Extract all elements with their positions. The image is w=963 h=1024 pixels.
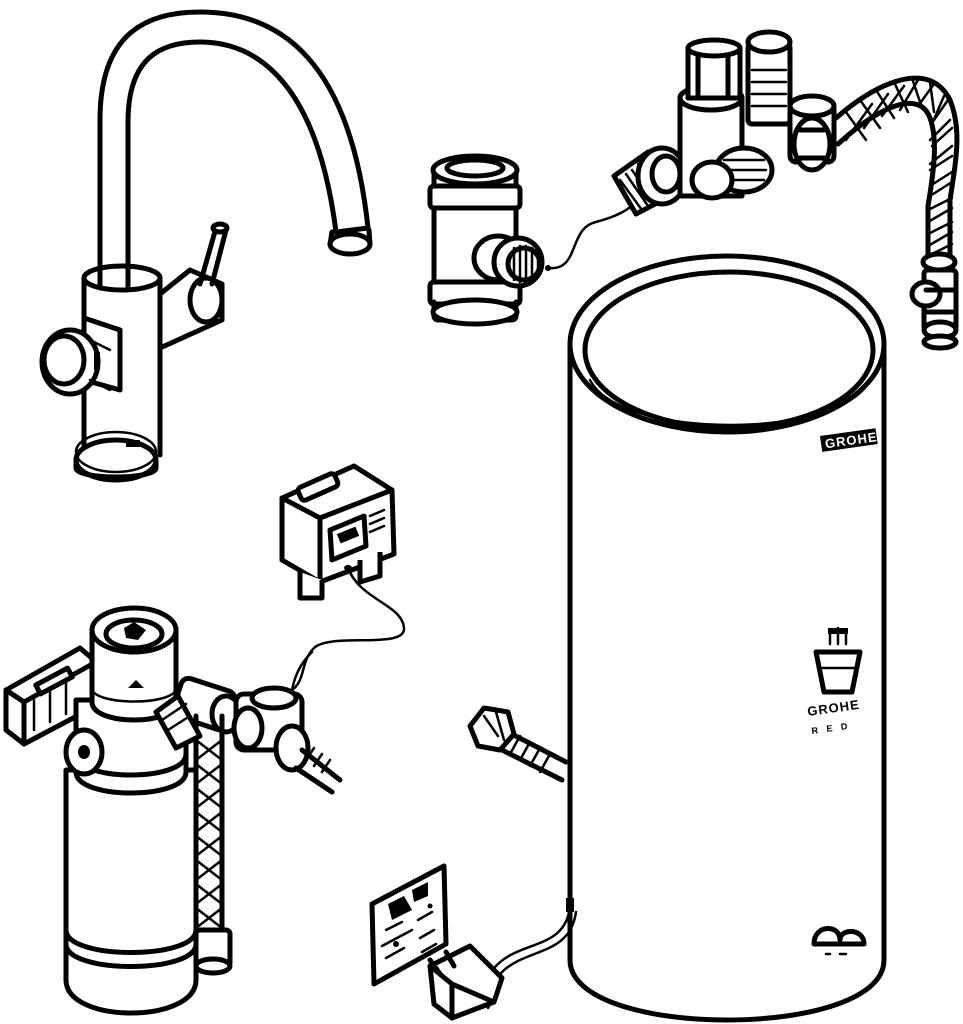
faucet — [39, 9, 373, 483]
boiler-tank: GROHE GROHE R E D — [566, 253, 887, 1023]
tank-brand-label: GROHE — [820, 428, 878, 452]
control-cable — [290, 566, 406, 692]
safety-valve-group — [611, 29, 837, 217]
braided-hose-top — [833, 75, 960, 351]
instruction-label — [369, 863, 449, 987]
svg-text:GROHE: GROHE — [824, 429, 878, 451]
filter-hoses — [153, 693, 233, 976]
control-unit — [279, 463, 397, 601]
connector-hose-top — [546, 200, 638, 270]
tank-small-brand: GROHE — [806, 697, 860, 719]
filter-unit — [3, 605, 199, 1016]
inlet-hose-nut — [467, 705, 569, 783]
power-plug — [427, 904, 578, 1021]
tank-logo-icon — [811, 926, 867, 956]
cup-icon — [813, 626, 863, 695]
tee-connector — [427, 153, 551, 327]
